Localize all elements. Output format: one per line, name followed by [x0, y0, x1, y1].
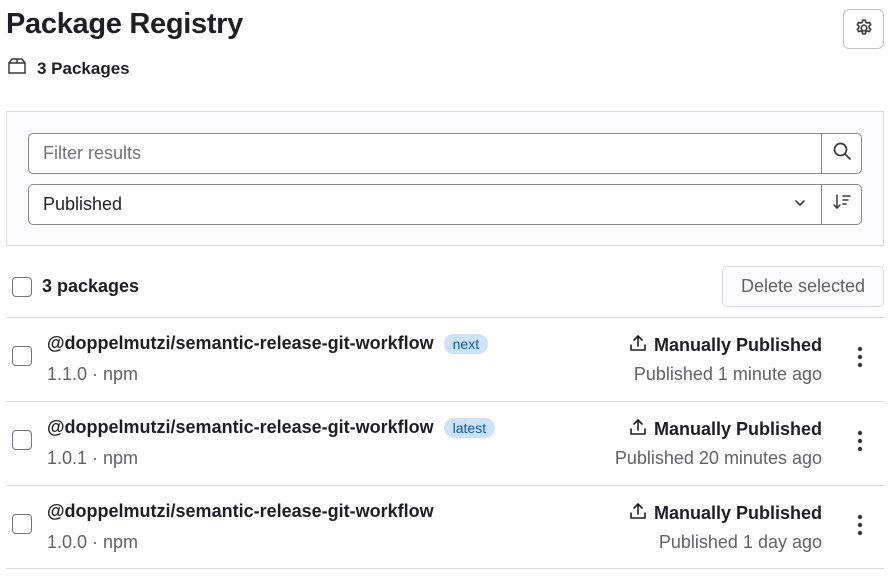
bulk-actions-row: 3 packages Delete selected — [0, 266, 895, 308]
more-actions-button[interactable] — [850, 514, 870, 540]
filter-panel: Published — [6, 111, 884, 246]
package-checkbox[interactable] — [12, 430, 32, 450]
package-list: @doppelmutzi/semantic-release-git-workfl… — [6, 317, 884, 569]
package-name-link[interactable]: @doppelmutzi/semantic-release-git-workfl… — [47, 501, 434, 521]
upload-icon — [628, 501, 648, 526]
published-time: Published 20 minutes ago — [614, 448, 822, 468]
sort-dropdown[interactable]: Published — [29, 185, 821, 224]
ellipsis-v-icon — [857, 346, 863, 373]
gear-icon — [854, 18, 874, 41]
search-button[interactable] — [821, 134, 861, 173]
sort-dropdown-value: Published — [43, 194, 123, 214]
search-icon — [832, 141, 852, 166]
package-version: 1.0.0 · npm — [47, 532, 139, 552]
search-box — [28, 133, 862, 174]
more-actions-button[interactable] — [850, 430, 870, 456]
package-version: 1.1.0 · npm — [47, 364, 139, 384]
package-row: @doppelmutzi/semantic-release-git-workfl… — [6, 485, 884, 569]
publish-type-label: Manually Published — [653, 335, 822, 355]
upload-icon — [628, 417, 648, 442]
package-checkbox[interactable] — [12, 346, 32, 366]
publish-type-label: Manually Published — [653, 503, 822, 523]
settings-button[interactable] — [843, 9, 884, 49]
package-name-link[interactable]: @doppelmutzi/semantic-release-git-workfl… — [47, 417, 434, 437]
package-count-label: 3 Packages — [37, 58, 130, 78]
package-icon — [7, 57, 27, 80]
select-all-label: 3 packages — [42, 276, 140, 296]
tag-badge: next — [443, 333, 489, 354]
package-checkbox[interactable] — [12, 514, 32, 534]
published-time: Published 1 day ago — [658, 532, 822, 552]
ellipsis-v-icon — [857, 430, 863, 457]
package-count: 3 Packages — [7, 57, 130, 80]
search-input[interactable] — [29, 134, 821, 173]
package-row: @doppelmutzi/semantic-release-git-workfl… — [6, 401, 884, 485]
publish-type-label: Manually Published — [653, 419, 822, 439]
package-row: @doppelmutzi/semantic-release-git-workfl… — [6, 317, 884, 401]
package-name-link[interactable]: @doppelmutzi/semantic-release-git-workfl… — [47, 333, 434, 353]
page-title: Package Registry — [6, 8, 243, 40]
upload-icon — [628, 333, 648, 358]
sort-control: Published — [28, 184, 862, 225]
tag-badge: latest — [443, 417, 496, 438]
publish-type: Manually Published — [628, 417, 822, 442]
sort-lowest-icon — [832, 193, 852, 216]
sort-direction-button[interactable] — [821, 185, 861, 224]
chevron-down-icon — [793, 194, 807, 215]
publish-type: Manually Published — [628, 333, 822, 358]
package-version: 1.0.1 · npm — [47, 448, 139, 468]
ellipsis-v-icon — [857, 514, 863, 541]
more-actions-button[interactable] — [850, 346, 870, 372]
select-all-checkbox[interactable] — [12, 277, 32, 297]
delete-selected-button[interactable]: Delete selected — [722, 266, 884, 307]
publish-type: Manually Published — [628, 501, 822, 526]
published-time: Published 1 minute ago — [633, 364, 822, 384]
